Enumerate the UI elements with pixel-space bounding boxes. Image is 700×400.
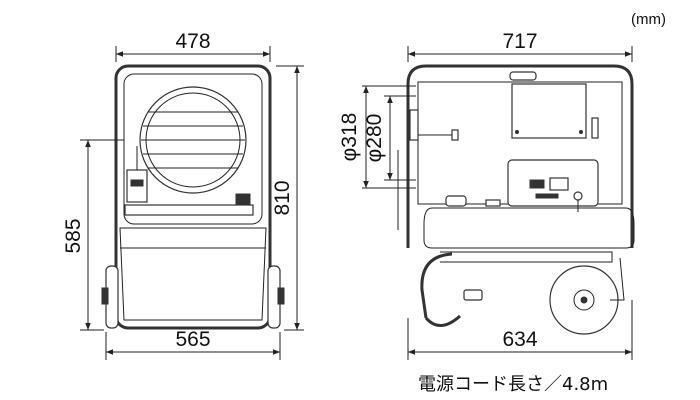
dim-duct-outer: φ318 <box>338 113 361 162</box>
dim-front-bottom-width: 565 <box>175 328 210 351</box>
dim-front-height-total: 810 <box>271 180 294 215</box>
front-tank <box>119 227 267 321</box>
front-base-plate <box>124 204 254 216</box>
fuel-cap <box>445 195 467 207</box>
front-inner-panel <box>123 73 263 225</box>
units-label: (mm) <box>631 11 666 28</box>
dim-side-length: 717 <box>502 30 537 53</box>
dim-front-height-body: 585 <box>62 218 85 253</box>
front-frame <box>114 64 272 330</box>
dim-duct-inner: φ280 <box>363 114 386 163</box>
side-top-handle <box>509 71 537 81</box>
front-view <box>101 64 285 330</box>
fan-guard <box>139 86 247 194</box>
dim-front-width: 478 <box>175 30 210 53</box>
side-frame <box>406 64 634 248</box>
side-upper-panel <box>511 83 587 139</box>
duct-outlet <box>409 109 419 141</box>
side-view <box>397 64 635 335</box>
side-base-frame <box>420 252 453 319</box>
side-tank <box>423 207 635 249</box>
side-wheel <box>549 265 619 335</box>
front-dimensions: 478 810 585 565 <box>62 30 304 360</box>
dim-side-wheelbase: 634 <box>502 328 537 351</box>
side-dimensions: 717 φ318 φ280 634 <box>338 30 633 360</box>
cord-length-caption: 電源コード長さ／4.8m <box>418 374 608 395</box>
